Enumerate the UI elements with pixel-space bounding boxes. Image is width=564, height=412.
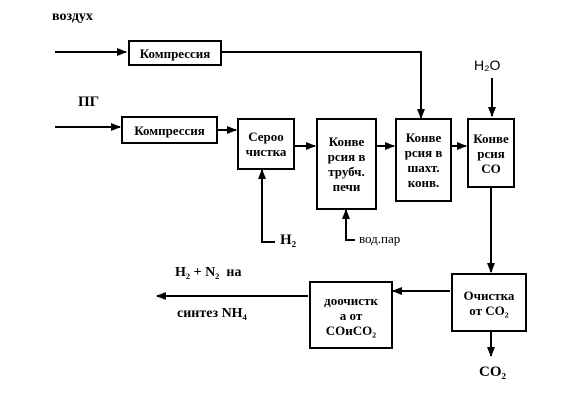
air-input-label: воздух — [52, 9, 93, 24]
desulfurization-box: Сероо чистка — [237, 118, 295, 170]
air-to-shaft-arrow — [222, 51, 425, 119]
steam-input-label: вод.пар — [359, 231, 401, 246]
hydrogen-input-label: H₂ — [280, 232, 297, 248]
gas-compression-box: Компрессия — [121, 116, 218, 144]
co2-output-label: CO₂ — [479, 364, 506, 380]
co2-cleaning-box: Очистка от CO₂ — [451, 273, 527, 332]
tube-conversion-box: Конве рсия в трубч. печи — [316, 118, 377, 210]
fine-cleaning-box: доочистк а от COиCO₂ — [309, 281, 393, 349]
shaft-conversion-box: Конве рсия в шахт. конв. — [395, 118, 452, 202]
water-input-label: H₂O — [474, 57, 501, 73]
product-label-line1: H₂ + N₂ на — [175, 265, 242, 280]
air-compression-box: Компрессия — [128, 40, 222, 66]
steam-feed-arrow — [342, 209, 355, 241]
co-conversion-box: Конве рсия CO — [467, 118, 515, 188]
hydrogen-feed-arrow — [258, 169, 275, 243]
natural-gas-label: ПГ — [78, 94, 100, 110]
product-label-line2: синтез NH₄ — [177, 306, 247, 321]
